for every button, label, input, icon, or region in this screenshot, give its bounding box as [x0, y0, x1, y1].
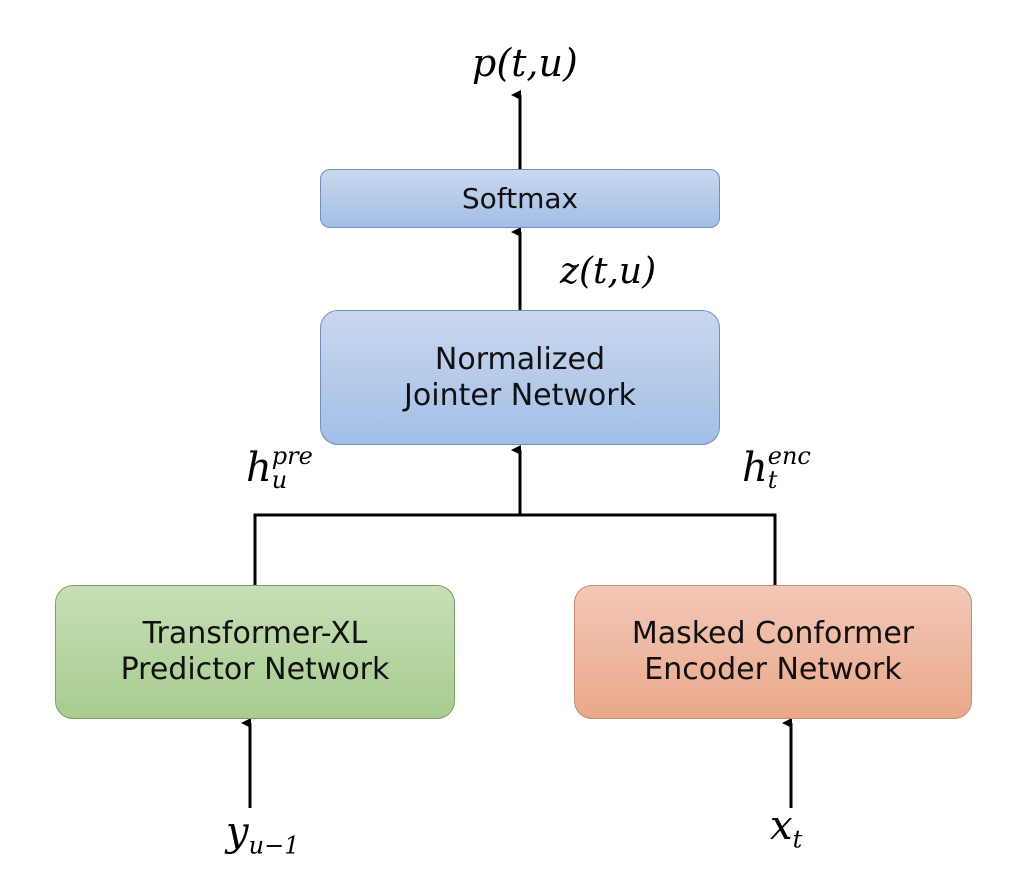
jointer-network-label: Normalized Jointer Network — [404, 341, 636, 413]
previous-label-input: yu−1 — [226, 809, 300, 860]
softmax-box: Softmax — [320, 169, 720, 228]
softmax-label: Softmax — [461, 181, 579, 215]
branch-connector — [253, 513, 777, 585]
predictor-network-box: Transformer-XL Predictor Network — [55, 585, 455, 719]
joint-output-label: z(t,u) — [560, 251, 657, 292]
acoustic-frame-input: xt — [770, 803, 803, 854]
predictor-network-label: Transformer-XL Predictor Network — [120, 616, 390, 687]
encoder-network-label: Masked Conformer Encoder Network — [631, 616, 915, 687]
output-probability-label: p(t,u) — [472, 41, 578, 85]
encoder-network-box: Masked Conformer Encoder Network — [574, 585, 972, 719]
jointer-network-box: Normalized Jointer Network — [320, 310, 720, 445]
